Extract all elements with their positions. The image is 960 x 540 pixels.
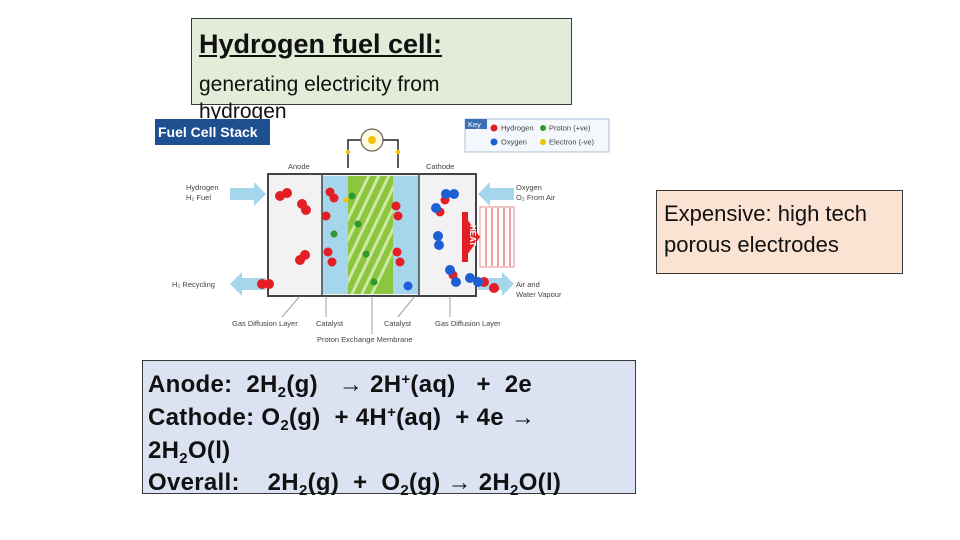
oxygen-in-label-1: Oxygen <box>516 183 542 192</box>
arrow-icon: → <box>447 469 472 496</box>
key-electron-dot <box>540 139 546 145</box>
equations-box: Anode: 2H2(g) → 2H+(aq) + 2e Cathode: O2… <box>142 360 636 499</box>
membrane-label: Proton Exchange Membrane <box>317 335 412 344</box>
arrow-icon: → <box>338 371 364 398</box>
key-hydrogen-label: Hydrogen <box>501 124 534 133</box>
anode-label: Anode <box>288 162 310 171</box>
key-oxygen-dot <box>490 138 498 146</box>
heat-label: HEAT <box>468 225 477 246</box>
gdl-right-label: Gas Diffusion Layer <box>435 319 501 328</box>
key-electron-label: Electron (-ve) <box>549 138 595 147</box>
oxygen-in-arrow <box>478 182 514 206</box>
catalyst-left-label: Catalyst <box>316 319 344 328</box>
key-proton-dot <box>540 125 546 131</box>
oxygen-molecules <box>403 189 483 291</box>
fuel-cell-diagram: Fuel Cell Stack Key Hydrogen Proton (+ve… <box>155 118 610 344</box>
overall-equation: Overall: 2H2(g) + O2(g) → 2H2O(l) <box>148 469 562 499</box>
page-title: Hydrogen fuel cell: <box>199 29 443 59</box>
heat-indicator: HEAT <box>462 206 515 268</box>
hydrogen-in-label-2: H₂ Fuel <box>186 193 211 202</box>
external-circuit <box>345 128 401 168</box>
oxygen-in-label-2: O₂ From Air <box>516 193 556 202</box>
gdl-right <box>393 176 419 294</box>
diagram-banner <box>155 119 270 145</box>
cathode-equation: Cathode: O2(g) + 4H+(aq) + 4e → <box>148 404 536 434</box>
anode-equation: Anode: 2H2(g) → 2H+(aq) + 2e <box>148 371 533 401</box>
key-proton-label: Proton (+ve) <box>549 124 591 133</box>
protons <box>330 192 378 286</box>
hydrogen-in-arrow <box>230 182 266 206</box>
diagram-banner-text: Fuel Cell Stack <box>158 124 258 140</box>
cathode-equation-product: 2H2O(l) <box>148 437 231 467</box>
page-subtitle: generating electricity from hydrogen <box>199 73 440 123</box>
note-text: Expensive: high tech porous electrodes <box>664 201 868 257</box>
arrow-icon: → <box>510 404 536 431</box>
title-box: Hydrogen fuel cell: generating electrici… <box>191 18 572 123</box>
key-hydrogen-dot <box>490 124 498 132</box>
h2-recycling-label: H₂ Recycling <box>172 280 215 289</box>
note-box: Expensive: high tech porous electrodes <box>656 190 903 274</box>
hydrogen-in-label-1: Hydrogen <box>186 183 219 192</box>
cathode-label: Cathode <box>426 162 454 171</box>
air-out-label-1: Air and <box>516 280 540 289</box>
electrons <box>343 197 349 203</box>
air-out-label-2: Water Vapour <box>516 290 562 299</box>
catalyst-right-label: Catalyst <box>384 319 412 328</box>
gdl-left-label: Gas Diffusion Layer <box>232 319 298 328</box>
key-title: Key <box>468 120 481 129</box>
key-oxygen-label: Oxygen <box>501 138 527 147</box>
diagram-key: Key Hydrogen Proton (+ve) Oxygen Electro… <box>464 118 610 153</box>
h2-recycling-arrow <box>230 272 266 296</box>
